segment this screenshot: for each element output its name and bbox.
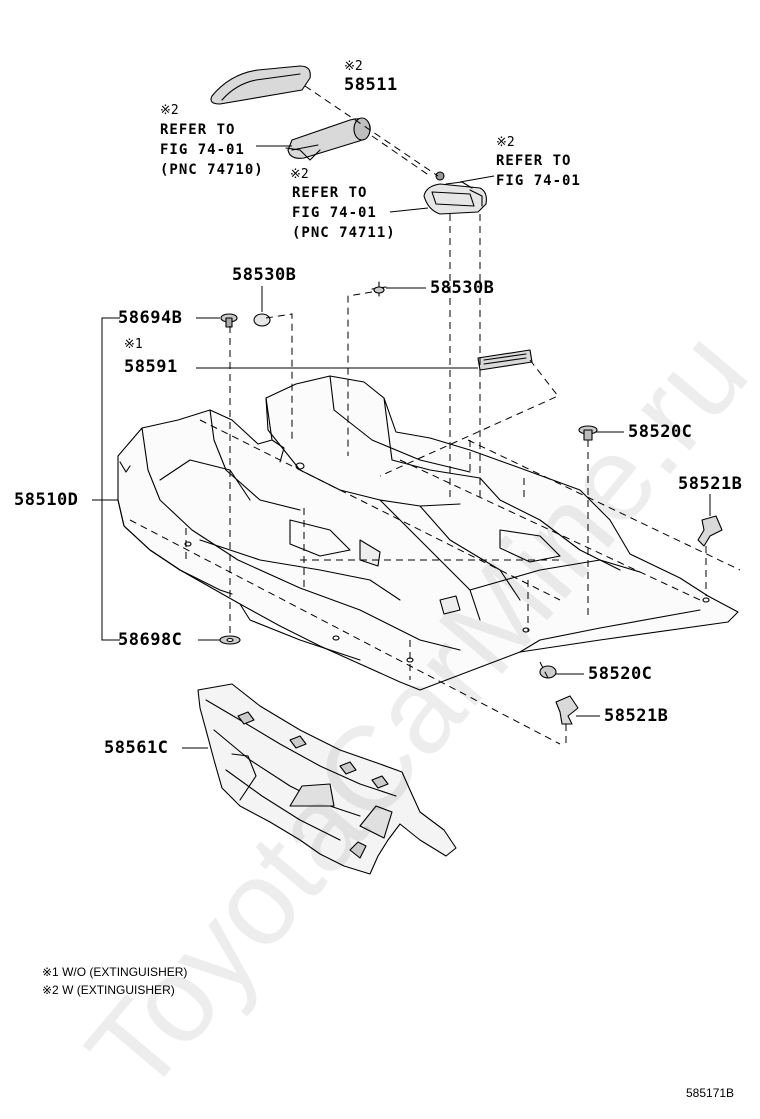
dash-silencer-58561c-part [197,683,457,875]
part-label-58521b-upper: 58521B [678,474,743,494]
ref-line: FIG 74-01 [496,173,581,189]
ref-line: (PNC 74711) [292,225,396,241]
ref-line: REFER TO [292,185,368,201]
clip-58530b-right-part [371,281,387,297]
note-mark-ref-74710: ※2 [160,103,179,118]
leader-lines [92,145,711,749]
ref-line: FIG 74-01 [292,205,377,221]
legend-item-1: ※1 W/O (EXTINGUISHER) [42,965,188,979]
part-label-58694b: 58694B [118,308,183,328]
ref-line: (PNC 74710) [160,162,264,178]
part-label-58591: 58591 [124,357,178,377]
hook-58521b-upper-part [697,515,723,547]
extinguisher-74710-part [285,117,371,161]
part-label-58561c: 58561C [104,738,169,758]
legend: ※1 W/O (EXTINGUISHER) ※2 W (EXTINGUISHER… [42,963,187,999]
reference-note-74710: REFER TO FIG 74-01 (PNC 74710) [160,120,264,180]
note-mark-58511: ※2 [344,59,363,74]
ref-line: FIG 74-01 [160,142,245,158]
note-mark-ref-fig: ※2 [496,135,515,150]
hook-58521b-lower-part [555,695,579,725]
part-label-58520c-upper: 58520C [628,422,693,442]
legend-item-2: ※2 W (EXTINGUISHER) [42,983,175,997]
part-label-58511: 58511 [344,75,398,95]
reference-note-74711: REFER TO FIG 74-01 (PNC 74711) [292,183,396,243]
part-label-58521b-lower: 58521B [604,706,669,726]
washer-58698c-part [219,635,241,645]
note-mark-ref-74711: ※2 [290,167,309,182]
floor-carpet-58510d-part [117,375,739,691]
label-plate-58591-part [477,349,533,371]
fastener-58694b-part [220,313,238,328]
reference-note-fig-74-01: REFER TO FIG 74-01 [496,151,581,191]
cover-plate-58511-part [210,65,311,105]
part-label-58510d: 58510D [14,490,79,510]
assembly-dashed-lines [129,85,741,745]
part-label-58530b-right: 58530B [430,278,495,298]
ref-line: REFER TO [496,153,572,169]
part-label-58520c-lower: 58520C [588,664,653,684]
part-label-58530b-left: 58530B [232,265,297,285]
ref-line: REFER TO [160,122,236,138]
part-label-58698c: 58698C [118,630,183,650]
figure-id: 585171B [686,1086,735,1100]
note-mark-58591: ※1 [124,337,143,352]
bracket-74711-part [423,171,487,215]
clip-58530b-left-part [253,313,271,327]
